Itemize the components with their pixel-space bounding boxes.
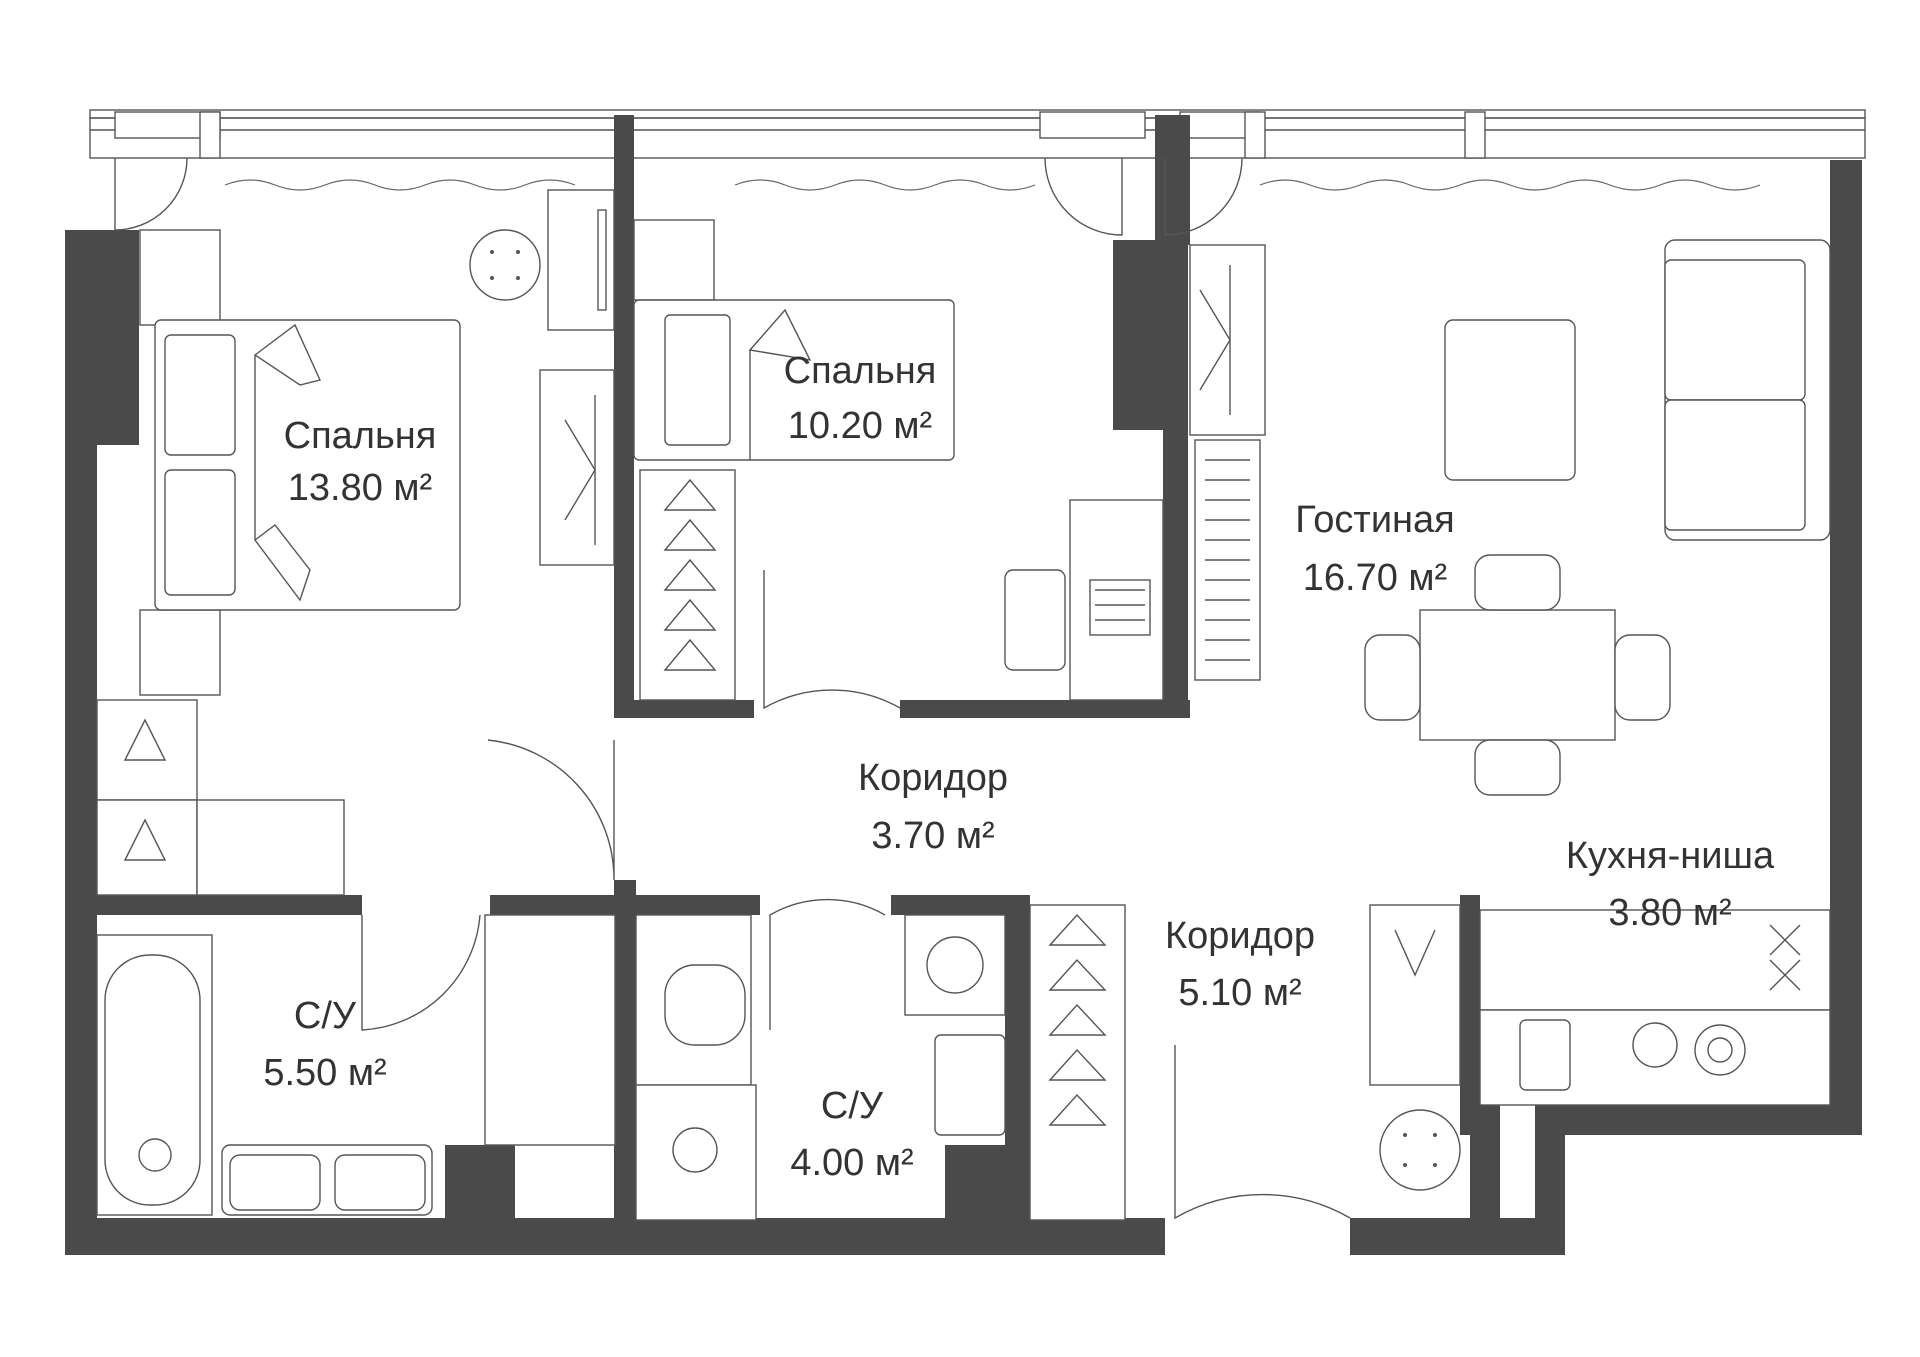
bathroom-1-furniture: [96, 914, 616, 1216]
room-area-corridor-2: 5.10 м²: [1178, 972, 1301, 1014]
living-room-furniture: [1189, 239, 1831, 796]
room-area-bedroom-2: 10.20 м²: [788, 405, 932, 447]
room-name-bedroom-2: Спальня: [784, 350, 937, 392]
walls: [65, 115, 1862, 1255]
door-swings: [114, 157, 1351, 1220]
room-area-living-room: 16.70 м²: [1303, 557, 1447, 599]
room-name-kitchen-niche: Кухня-ниша: [1566, 835, 1775, 877]
room-name-bathroom-2: С/У: [821, 1085, 884, 1127]
room-labels: Спальня 13.80 м² Спальня 10.20 м² Гостин…: [263, 350, 1775, 1184]
room-area-bathroom-1: 5.50 м²: [263, 1052, 386, 1094]
kitchen-furniture: [1479, 909, 1831, 1106]
room-name-bathroom-1: С/У: [294, 995, 357, 1037]
room-area-bedroom-1: 13.80 м²: [288, 467, 432, 509]
bedroom-1-furniture: [96, 189, 615, 896]
room-name-corridor-2: Коридор: [1165, 915, 1315, 957]
window-frame: [89, 109, 1866, 159]
room-area-kitchen-niche: 3.80 м²: [1608, 892, 1731, 934]
bedroom-2-furniture: [633, 219, 1164, 701]
bathroom-2-furniture: [635, 914, 1006, 1221]
room-name-corridor-1: Коридор: [858, 757, 1008, 799]
corridor-2-furniture: [1029, 904, 1461, 1221]
room-name-living-room: Гостиная: [1295, 499, 1455, 541]
room-area-corridor-1: 3.70 м²: [871, 815, 994, 857]
curtains: [224, 179, 1761, 191]
room-area-bathroom-2: 4.00 м²: [790, 1142, 913, 1184]
room-name-bedroom-1: Спальня: [284, 415, 437, 457]
